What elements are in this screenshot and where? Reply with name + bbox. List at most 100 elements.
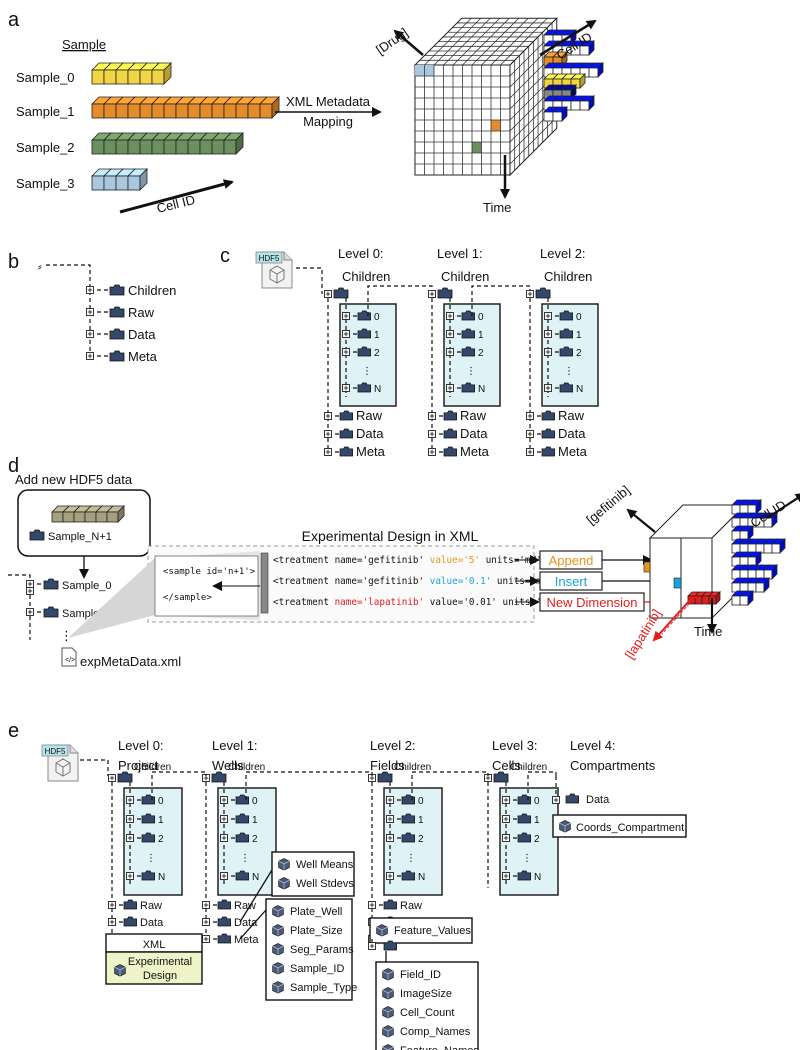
level-sub: Compartments [570, 758, 656, 773]
expand-plus-icon [386, 834, 394, 842]
expand-plus-icon [126, 834, 134, 842]
cube-a-protrusion [543, 106, 568, 122]
action-label: New Dimension [546, 595, 637, 610]
dataset-cube-icon [272, 962, 284, 975]
expand-plus-icon [202, 901, 210, 909]
expand-plus-icon [220, 796, 228, 804]
level-title: Level 4: [570, 738, 616, 753]
dataset-name: ImageSize [400, 988, 452, 1000]
panel-label-e: e [8, 720, 19, 742]
tree-b-item: Raw [128, 305, 155, 320]
children-folder-icon [211, 771, 227, 783]
cube-d-protrusion [731, 590, 754, 606]
cell-id-arrow [119, 179, 234, 214]
dataset-name: Seg_Params [290, 944, 354, 956]
child-index: 0 [478, 312, 484, 323]
tree-b-item: Meta [128, 349, 158, 364]
dataset-name: Well Means [296, 859, 354, 871]
sample-bar [91, 62, 172, 85]
item-folder-icon [339, 428, 353, 439]
cube-d-gefitinib-axis [626, 508, 656, 533]
new-sample-label: Sample_N+1 [48, 531, 112, 543]
expand-plus-icon [428, 430, 436, 438]
hdf5-label-e: HDF5 [45, 747, 66, 756]
expand-plus-icon [446, 348, 454, 356]
expand-plus-icon [446, 330, 454, 338]
dataset-name: Coords_Compartment [576, 822, 684, 834]
expand-plus-icon [108, 918, 116, 926]
item-folder-icon [123, 916, 137, 927]
expand-plus-icon [544, 312, 552, 320]
sample-bar [91, 168, 148, 191]
dataset-name: Field_ID [400, 969, 441, 981]
child-index: 0 [418, 796, 424, 807]
level-title: Level 1: [437, 246, 483, 261]
level-title: Level 1: [212, 738, 258, 753]
expand-plus-icon [446, 384, 454, 392]
folder-icon [109, 284, 125, 296]
sample-folder-icon [43, 606, 59, 618]
folder-icon [109, 328, 125, 340]
children-folder-icon [437, 287, 453, 299]
child-index: 2 [252, 834, 258, 845]
children-label: Children [228, 762, 265, 773]
child-index: N [534, 872, 541, 883]
level-title: Level 0: [118, 738, 164, 753]
expand-plus-icon [26, 608, 34, 616]
cube-d-protrusion [731, 577, 770, 593]
cube-a-protrusion [543, 62, 604, 78]
level-title: Level 2: [370, 738, 416, 753]
item-folder-icon [123, 899, 137, 910]
svg-text:⸗: ⸗ [38, 261, 42, 273]
child-ellipsis: ⋮ [240, 853, 250, 864]
expand-plus-icon [86, 330, 94, 338]
item-folder-icon [443, 428, 457, 439]
tree-item: Data [460, 426, 488, 441]
child-index: 0 [576, 312, 582, 323]
item-folder-icon [339, 446, 353, 457]
dataset-cube-icon [278, 877, 290, 890]
dataset-name: Sample_ID [290, 963, 344, 975]
child-index: 2 [374, 348, 380, 359]
expand-plus-icon [544, 330, 552, 338]
xml-file-icon: </> [61, 647, 77, 667]
panel-label-b: b [8, 251, 19, 273]
compartment-folder-icon [565, 793, 579, 804]
dataset-cube-icon [272, 924, 284, 937]
cube-d-protrusion [731, 499, 762, 515]
expand-plus-icon [324, 412, 332, 420]
tree-item: Data [140, 917, 164, 929]
level-sub: Children [441, 269, 489, 284]
expand-plus-icon [368, 901, 376, 909]
item-folder-icon [383, 899, 397, 910]
expand-plus-icon [220, 834, 228, 842]
level-sub: Wells [212, 758, 244, 773]
children-folder-icon [535, 287, 551, 299]
dataset-cube-icon [382, 1006, 394, 1019]
dataset-cube-icon [278, 858, 290, 871]
expand-plus-icon [220, 872, 228, 880]
dataset-cube-icon [376, 924, 388, 937]
cube-d-time-label: Time [694, 624, 722, 639]
sample-header: Sample [62, 37, 106, 52]
data-cube-d [626, 492, 800, 642]
expand-plus-icon [386, 872, 394, 880]
item-folder-icon [217, 916, 231, 927]
expand-plus-icon [526, 448, 534, 456]
item-folder-icon [541, 446, 555, 457]
panel-label-d: d [8, 455, 19, 477]
children-label: Children [510, 762, 547, 773]
expand-plus-icon [324, 430, 332, 438]
level-sub: Project [118, 758, 159, 773]
cube-a-protrusion [543, 73, 586, 89]
cube-d-lapatinib-axis [652, 599, 691, 642]
hdf5-file-icon-e: HDF5 [41, 744, 79, 782]
child-index: 0 [252, 796, 258, 807]
compartment-data-label: Data [586, 794, 610, 806]
expand-plus-icon [502, 796, 510, 804]
level-title: Level 2: [540, 246, 586, 261]
child-index: 2 [576, 348, 582, 359]
